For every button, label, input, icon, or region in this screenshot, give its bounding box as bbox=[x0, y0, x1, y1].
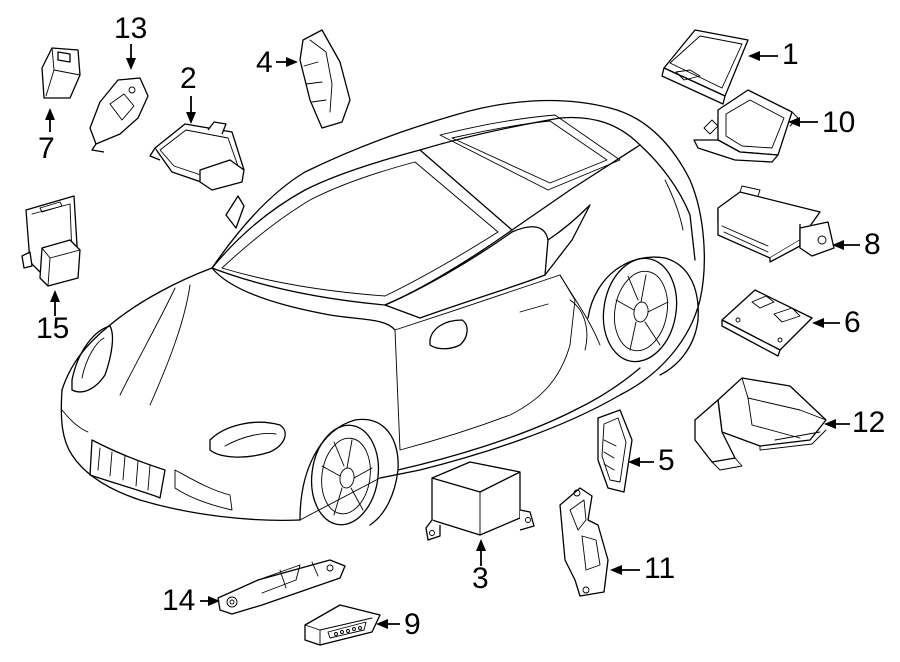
part-1-control-module bbox=[661, 29, 749, 105]
part-12-tray-bracket bbox=[694, 377, 827, 471]
callout-10: 10 bbox=[822, 106, 855, 139]
part-13-bracket-sensor bbox=[89, 77, 149, 153]
part-11-bracket bbox=[559, 487, 609, 597]
callout-4: 4 bbox=[256, 46, 273, 79]
part-14-mounting-rail bbox=[217, 559, 346, 615]
callout-8: 8 bbox=[864, 228, 881, 261]
part-7-sensor bbox=[41, 47, 81, 99]
part-15-control-module bbox=[21, 195, 81, 287]
part-5-sensor-module bbox=[597, 409, 633, 493]
callout-3: 3 bbox=[472, 562, 489, 595]
part-8-control-unit bbox=[717, 185, 835, 263]
callout-2: 2 bbox=[180, 62, 197, 95]
callout-labels: 1 2 3 4 5 6 7 8 9 10 11 12 13 14 15 bbox=[36, 12, 885, 641]
part-3-control-box bbox=[425, 461, 535, 541]
callout-14: 14 bbox=[162, 584, 195, 617]
part-6-circuit-board bbox=[721, 289, 813, 357]
callout-11: 11 bbox=[644, 552, 675, 585]
leader-arrows bbox=[45, 44, 860, 629]
callout-15: 15 bbox=[36, 312, 69, 345]
part-9-connector-module bbox=[304, 604, 381, 646]
callout-7: 7 bbox=[38, 132, 55, 165]
callout-12: 12 bbox=[852, 406, 885, 439]
part-10-bracket-module bbox=[693, 89, 799, 163]
callout-6: 6 bbox=[844, 306, 861, 339]
part-2-control-module bbox=[149, 121, 245, 191]
callout-9: 9 bbox=[404, 608, 421, 641]
callout-5: 5 bbox=[658, 444, 675, 477]
callout-1: 1 bbox=[782, 38, 799, 71]
callout-13: 13 bbox=[114, 12, 147, 45]
part-4-module bbox=[299, 29, 351, 129]
car-outline bbox=[60, 99, 705, 526]
